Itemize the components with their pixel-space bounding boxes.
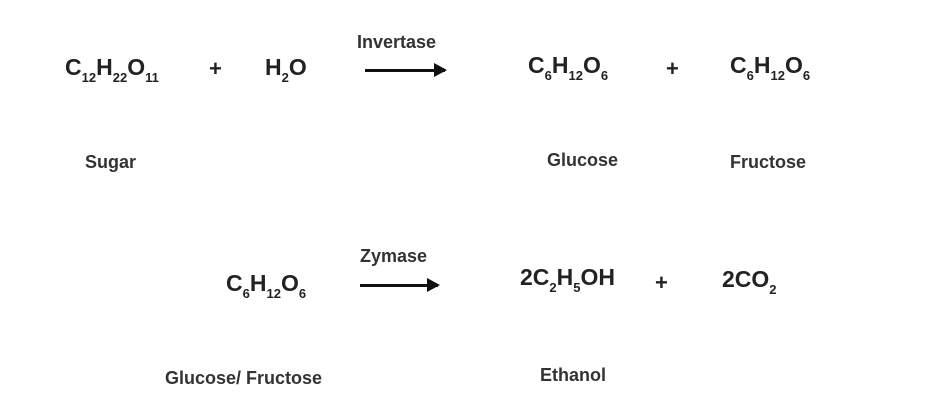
element-symbol: 2C xyxy=(520,264,550,290)
label-glucose-fructose: Glucose/ Fructose xyxy=(165,368,323,388)
subscript: 5 xyxy=(573,280,581,295)
subscript: 12 xyxy=(568,68,583,83)
subscript: 2 xyxy=(769,282,777,297)
fructose-formula: C6H12O6 xyxy=(730,52,810,83)
element-symbol: O xyxy=(288,54,307,80)
label-fructose: Fructose xyxy=(730,152,807,172)
enzyme-label-invertase: Invertase xyxy=(357,32,437,52)
subscript: 6 xyxy=(802,68,811,83)
ethanol-formula: 2C2H5OH xyxy=(520,264,616,295)
element-symbol: H xyxy=(265,54,282,80)
element-symbol: H xyxy=(753,52,771,78)
element-symbol: O xyxy=(784,52,803,78)
plus-sign: + xyxy=(209,56,222,81)
element-symbol: H xyxy=(551,52,569,78)
subscript: 6 xyxy=(600,68,609,83)
element-symbol: H xyxy=(249,270,267,296)
enzyme-label-zymase: Zymase xyxy=(360,246,428,266)
label-ethanol: Ethanol xyxy=(540,365,606,385)
subscript: 6 xyxy=(298,286,307,301)
reaction-arrow xyxy=(360,278,440,292)
subscript: 2 xyxy=(549,280,557,295)
plus-sign: + xyxy=(666,56,679,81)
element-symbol: C xyxy=(528,52,545,78)
element-symbol: O xyxy=(280,270,299,296)
element-symbol: C xyxy=(730,52,747,78)
subscript: 12 xyxy=(266,286,281,301)
subscript: 6 xyxy=(242,286,250,301)
water-formula: H2O xyxy=(265,54,307,85)
element-symbol: C xyxy=(65,54,82,80)
subscript: 11 xyxy=(145,70,159,85)
subscript: 12 xyxy=(770,68,785,83)
glucose-fructose-formula: C6H12O6 xyxy=(226,270,306,301)
label-sugar: Sugar xyxy=(85,152,137,172)
subscript: 6 xyxy=(544,68,552,83)
element-symbol: C xyxy=(226,270,243,296)
element-symbol: O xyxy=(582,52,601,78)
subscript: 12 xyxy=(81,70,97,85)
element-symbol: H xyxy=(96,54,113,80)
element-symbol: 2CO xyxy=(722,266,770,292)
element-symbol: OH xyxy=(580,264,616,290)
subscript: 2 xyxy=(281,70,289,85)
glucose-formula: C6H12O6 xyxy=(528,52,608,83)
element-symbol: H xyxy=(556,264,574,290)
carbon-dioxide-formula: 2CO2 xyxy=(722,266,777,297)
element-symbol: O xyxy=(127,54,146,80)
subscript: 22 xyxy=(112,70,128,85)
label-glucose: Glucose xyxy=(547,150,619,170)
plus-sign: + xyxy=(655,270,668,295)
reaction-arrow xyxy=(365,63,447,77)
subscript: 6 xyxy=(746,68,754,83)
sugar-formula: C12H22O11 xyxy=(65,54,159,85)
